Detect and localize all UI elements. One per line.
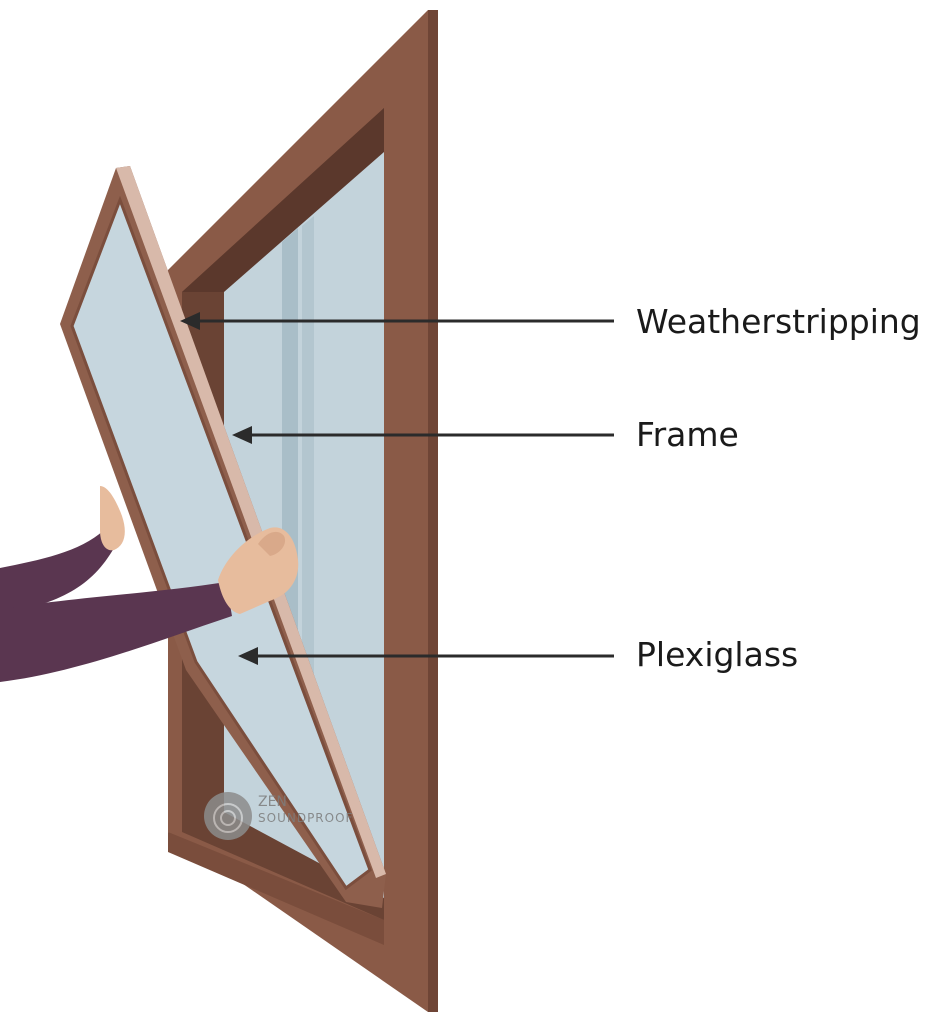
- watermark-line2: SOUNDPROOF: [258, 811, 353, 825]
- watermark: ZEN SOUNDPROOF: [204, 792, 353, 840]
- callout-arrows: [180, 312, 614, 665]
- window-bottom-sill: [168, 832, 384, 945]
- plexiglass-arrowhead: [238, 647, 258, 665]
- arm-sleeve-front: [0, 582, 232, 682]
- arm-sleeve-back: [0, 530, 114, 614]
- window-glass-strip-2: [302, 216, 314, 760]
- window-frame-edge: [428, 10, 438, 1012]
- watermark-line1: ZEN: [258, 794, 287, 810]
- insert-plexiglass: [72, 200, 370, 888]
- weatherstripping-arrowhead: [180, 312, 200, 330]
- callout-labels: Weatherstripping Frame Plexiglass: [636, 302, 921, 674]
- hand-back: [100, 486, 125, 551]
- ripple-ring-2: [220, 810, 236, 826]
- label-weatherstripping: Weatherstripping: [636, 302, 921, 341]
- insert-weatherstrip-trim: [116, 166, 386, 878]
- frame-arrowhead: [232, 426, 252, 444]
- window-top-jamb: [182, 108, 384, 292]
- person-arms: [0, 486, 299, 682]
- label-frame: Frame: [636, 415, 739, 454]
- label-plexiglass: Plexiglass: [636, 635, 798, 674]
- ripple-logo-icon: [204, 792, 252, 840]
- hand-front-thumb: [258, 531, 286, 556]
- ripple-ring-1: [213, 803, 243, 833]
- window-insert: [60, 166, 386, 908]
